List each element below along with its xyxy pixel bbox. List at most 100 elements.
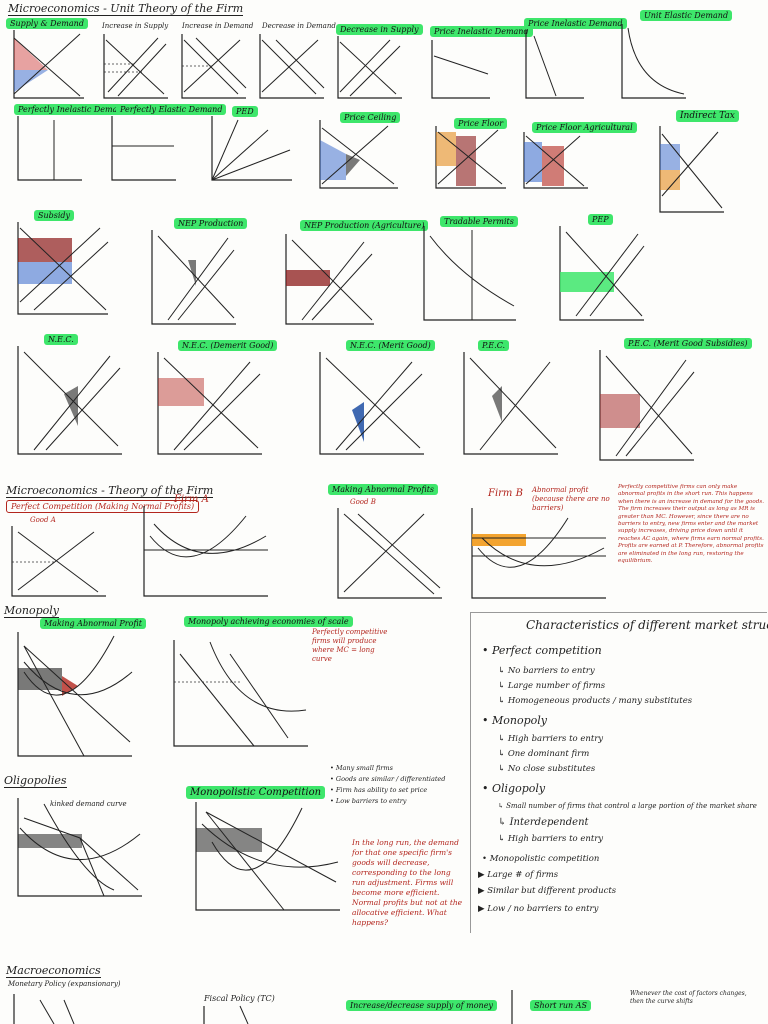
char-oligopoly-item-2: ↳ Interdependent xyxy=(498,817,589,828)
char-perfect-item-1-text: No barriers to entry xyxy=(507,666,595,676)
label-nec-merit: N.E.C. (Merit Good) xyxy=(346,340,435,351)
label-mono-scale: Monopoly achieving economies of scale xyxy=(184,616,353,627)
long-run-note: In the long run, the demand for that one… xyxy=(352,838,463,927)
graph-decrease-demand xyxy=(259,34,325,99)
graph-mono-scale xyxy=(173,640,308,747)
mono-comp-bullet-4-text: Low barriers to entry xyxy=(335,797,407,805)
graph-nec-demerit xyxy=(157,352,262,455)
label-indirect-tax: Indirect Tax xyxy=(676,110,739,122)
char-perfect-item-3: ↳ Homogeneous products / many substitute… xyxy=(498,696,693,706)
char-monocomp-item-2: ▶ Similar but different products xyxy=(478,886,617,896)
graph-price-ceiling xyxy=(319,120,398,189)
mono-comp-bullet-3-text: Firm has ability to set price xyxy=(335,786,428,794)
label-firm-a: Firm A xyxy=(174,494,209,505)
macro-note: Whenever the cost of factors changes, th… xyxy=(630,990,747,1005)
char-oligopoly-item-2-text: Interdependent xyxy=(509,817,589,828)
mono-comp-bullet-4: • Low barriers to entry xyxy=(330,797,407,805)
char-monopoly-item-2: ↳ One dominant firm xyxy=(498,749,590,759)
label-good-b: Good B xyxy=(350,498,376,506)
graph-ped xyxy=(211,116,292,181)
label-short-run-as: Short run AS xyxy=(530,1000,591,1011)
char-monocomp-item-1-text: Large # of firms xyxy=(487,870,559,880)
label-perfect-competition: Perfect Competition (Making Normal Profi… xyxy=(6,500,200,513)
graph-nec-merit xyxy=(319,352,424,455)
label-increase-supply: Increase in Supply xyxy=(102,22,169,30)
mono-comp-bullet-1-text: Many small firms xyxy=(335,764,393,772)
graph-perf-elastic xyxy=(111,116,176,181)
graph-monopoly xyxy=(17,632,133,757)
label-subsidy: Subsidy xyxy=(34,210,75,221)
firm-explanation: Perfectly competitive firms can only mak… xyxy=(618,484,764,565)
graph-good-b xyxy=(337,508,442,599)
label-nep: NEP Production xyxy=(174,218,248,229)
graph-nec xyxy=(17,346,122,455)
graph-pec-subsidies xyxy=(599,350,695,461)
graph-price-inelastic xyxy=(431,40,490,99)
label-price-inelastic: Price Inelastic Demand xyxy=(430,26,533,37)
label-pep: PEP xyxy=(588,214,613,225)
macro-section-title: Macroeconomics xyxy=(6,964,101,978)
char-monocomp-heading: • Monopolistic competition xyxy=(482,854,600,864)
label-price-ceiling: Price Ceiling xyxy=(340,112,401,123)
graph-good-a xyxy=(11,526,106,597)
graph-monopolistic xyxy=(195,802,340,911)
graph-increase-demand xyxy=(181,34,247,99)
label-perf-inelastic: Perfectly Inelastic Demand xyxy=(14,104,132,115)
char-monocomp-heading-text: Monopolistic competition xyxy=(489,854,600,864)
char-perfect-item-3-text: Homogeneous products / many substitutes xyxy=(507,696,693,706)
label-unit-elastic: Unit Elastic Demand xyxy=(640,10,733,21)
graph-unit-elastic xyxy=(621,24,686,99)
graph-price-floor xyxy=(435,126,506,189)
label-nec: N.E.C. xyxy=(44,334,78,345)
char-monocomp-item-3: ▶ Low / no barriers to entry xyxy=(478,904,599,914)
graph-oligopoly xyxy=(17,798,142,897)
graph-increase-supply xyxy=(103,34,168,99)
label-abnormal-profits: Making Abnormal Profits xyxy=(328,484,439,495)
page-title: Microeconomics - Unit Theory of the Firm xyxy=(8,2,244,16)
char-monopoly-item-3: ↳ No close substitutes xyxy=(498,764,596,774)
label-supply-demand: Supply & Demand xyxy=(6,18,88,29)
oligopoly-section-title: Oligopolies xyxy=(4,774,67,788)
graph-macro-3 xyxy=(511,990,513,1024)
graph-price-inelastic-2 xyxy=(525,30,584,99)
label-ped: PED xyxy=(232,106,258,117)
label-nec-demerit: N.E.C. (Demerit Good) xyxy=(178,340,278,351)
graph-macro-1 xyxy=(13,994,75,1024)
char-oligopoly-item-1-text: Small number of firms that control a lar… xyxy=(506,802,757,810)
char-oligopoly-item-1: ↳ Small number of firms that control a l… xyxy=(498,802,757,810)
mono-comp-bullet-1: • Many small firms xyxy=(330,764,393,772)
label-decrease-supply: Decrease in Supply xyxy=(336,24,423,35)
char-perfect-heading-text: Perfect competition xyxy=(492,644,602,657)
label-perf-elastic: Perfectly Elastic Demand xyxy=(116,104,227,115)
graph-perf-inelastic xyxy=(17,116,82,181)
label-tradable-permits: Tradable Permits xyxy=(440,216,518,227)
graph-firm-a xyxy=(143,506,268,597)
label-kinked: kinked demand curve xyxy=(50,800,127,808)
char-oligopoly-item-3-text: High barriers to entry xyxy=(507,834,604,844)
char-monocomp-item-1: ▶ Large # of firms xyxy=(478,870,559,880)
label-decrease-demand: Decrease in Demand xyxy=(262,22,336,30)
label-price-inelastic-2: Price Inelastic Demand xyxy=(524,18,627,29)
label-monopolistic: Monopolistic Competition xyxy=(186,786,326,799)
graph-pec xyxy=(463,352,558,455)
characteristics-box xyxy=(470,612,767,933)
label-good-a: Good A xyxy=(30,516,56,524)
graph-indirect-tax xyxy=(659,126,724,213)
label-pec-subsidies: P.E.C. (Merit Good Subsidies) xyxy=(624,338,752,349)
monopoly-section-title: Monopoly xyxy=(4,604,59,618)
label-firm-b: Firm B xyxy=(488,488,523,499)
graph-decrease-supply xyxy=(337,36,402,99)
graph-subsidy xyxy=(17,222,109,315)
char-monopoly-heading: • Monopoly xyxy=(482,714,547,727)
char-perfect-item-1: ↳ No barriers to entry xyxy=(498,666,595,676)
mono-note: Perfectly competitive firms will produce… xyxy=(312,628,388,663)
characteristics-title: Characteristics of different market stru… xyxy=(526,618,768,632)
graph-tradable-permits xyxy=(423,226,516,321)
char-oligopoly-heading-text: Oligopoly xyxy=(492,782,546,795)
mono-comp-bullet-2: • Goods are similar / differentiated xyxy=(330,775,446,783)
firm-section-title: Microeconomics - Theory of the Firm xyxy=(6,484,214,498)
graph-pep xyxy=(559,226,645,321)
graph-price-floor-agri xyxy=(523,132,588,189)
char-perfect-item-2: ↳ Large number of firms xyxy=(498,681,606,691)
